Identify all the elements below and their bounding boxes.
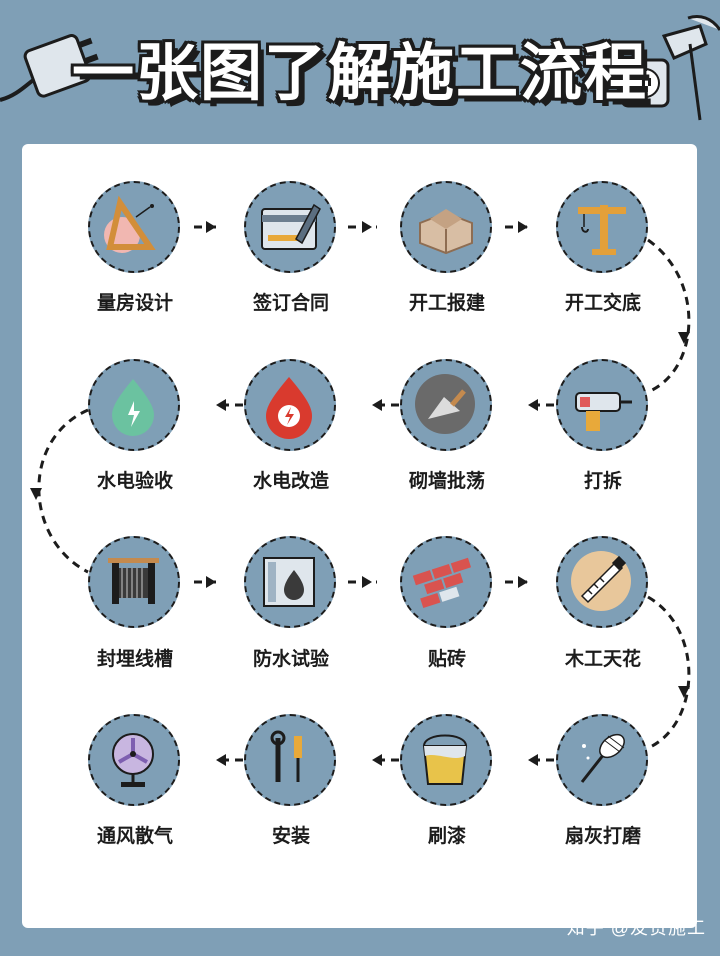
step-label: 开工报建 [408,292,485,314]
step-label: 水电改造 [252,470,329,492]
step-label: 刷漆 [427,825,466,847]
fan-icon [112,733,154,787]
tiles-icon [412,557,472,609]
watermark: 知乎 @友赞施工 [566,918,706,938]
step-node-12 [556,536,648,628]
step-label: 通风散气 [96,825,173,847]
water-electric-drop-icon [266,377,312,439]
contract-icon [261,203,321,250]
drill-icon [575,392,632,431]
step-node-8 [88,359,180,451]
step-label: 砌墙批荡 [408,470,485,492]
step-label: 扇灰打磨 [564,825,641,847]
outlet-icon [620,58,670,108]
step-node-5 [556,359,648,451]
step-label: 木工天花 [564,648,641,670]
step-label: 量房设计 [96,292,173,314]
step-node-3 [400,181,492,273]
bricks-icon [419,209,473,255]
step-node-6 [400,359,492,451]
step-node-7 [244,359,336,451]
crane-icon [578,205,626,255]
step-node-9 [88,536,180,628]
step-node-14 [400,714,492,806]
lamp-icon [661,15,720,121]
step-label: 开工交底 [564,292,641,314]
waterproof-icon [263,557,315,607]
plug-icon [0,34,99,102]
brush-icon [580,733,625,783]
step-node-16 [88,714,180,806]
trowel-icon [415,374,475,434]
ruler-icon [104,195,156,253]
header-decoration [0,15,720,121]
step-label: 安装 [271,825,310,847]
step-node-13 [556,714,648,806]
step-label: 签订合同 [252,292,329,314]
cable-reel-icon [108,558,159,604]
step-node-10 [244,536,336,628]
paint-bucket-icon [422,734,468,785]
step-label: 打拆 [583,470,622,492]
step-label: 防水试验 [252,648,329,670]
step-label: 贴砖 [427,648,466,670]
step-node-2 [244,181,336,273]
water-electric-check-icon [112,379,154,436]
step-node-11 [400,536,492,628]
step-label: 封埋线槽 [96,648,173,670]
step-node-4 [556,181,648,273]
step-label: 水电验收 [96,470,173,492]
saw-icon [571,551,631,611]
tools-icon [270,730,302,782]
step-node-15 [244,714,336,806]
step-node-1 [88,181,180,273]
page-title: 一张图了解施工流程 [71,36,648,109]
